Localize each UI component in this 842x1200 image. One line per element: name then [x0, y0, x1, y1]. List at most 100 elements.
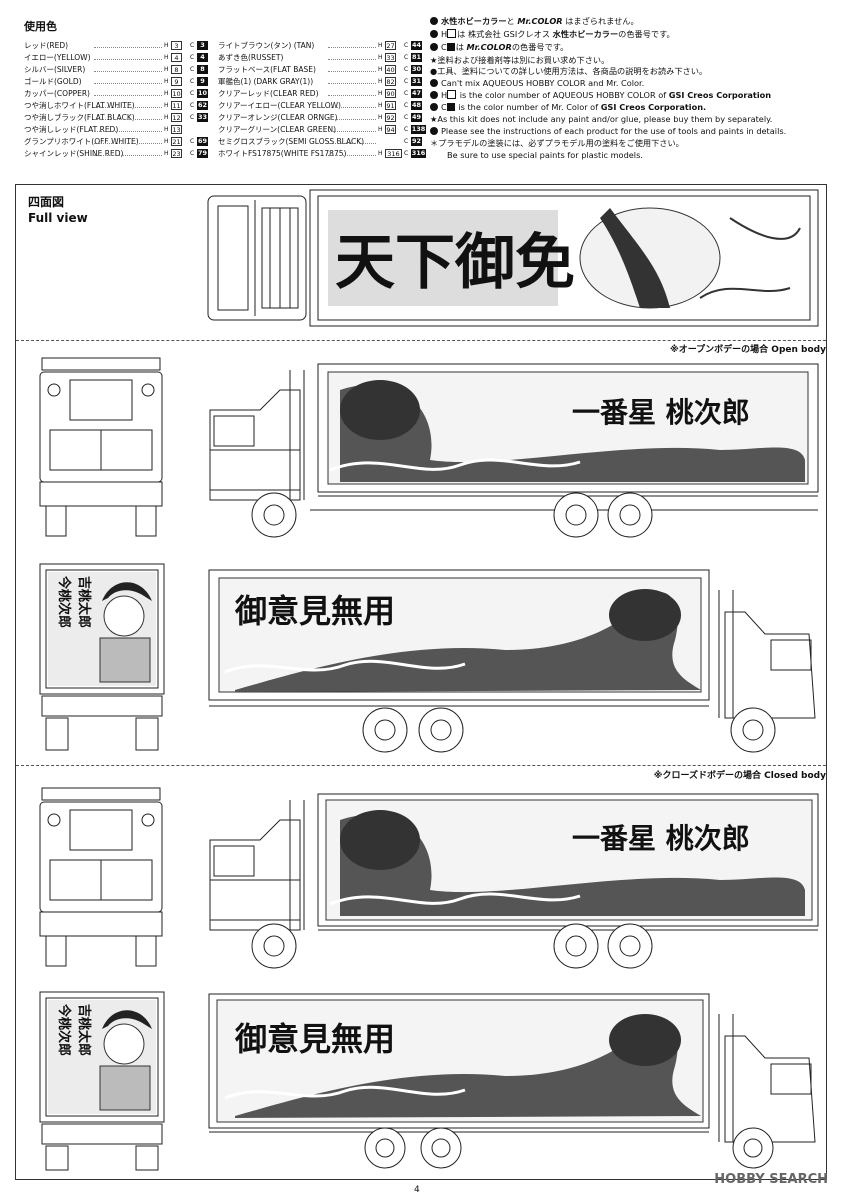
c-label: C [190, 150, 195, 157]
h-label: H [164, 42, 169, 49]
hobby-color-box-icon [447, 29, 457, 38]
top-panel-text: 天下御免 [335, 228, 575, 298]
page-number: 4 [414, 1185, 420, 1195]
leader-dots [328, 119, 376, 120]
c-label: C [404, 78, 409, 85]
c-label: C [190, 42, 195, 49]
h-label: H [378, 126, 383, 133]
koi-closed-left-icon [224, 1014, 701, 1118]
h-label: H [164, 102, 169, 109]
mr-color-number: 9 [197, 77, 208, 86]
c-label: C [190, 54, 195, 61]
mr-color-number: 3 [197, 41, 208, 50]
leader-dots [328, 47, 376, 48]
leader-dots [328, 143, 376, 144]
color-name: あずき色(RUSSET) [218, 53, 284, 62]
koi-top-icon [579, 207, 801, 309]
h-label: H [378, 42, 383, 49]
hobby-color-number: 21 [171, 137, 182, 146]
color-name: フラットベース(FLAT BASE) [218, 65, 316, 74]
color-name: ライトブラウン(タン) (TAN) [218, 41, 315, 50]
hobby-color-number: 3 [171, 41, 182, 50]
rear-text-1: 吉桃太郎 [76, 576, 92, 628]
h-label: H [164, 78, 169, 85]
c-label: C [190, 66, 195, 73]
leader-dots [328, 155, 376, 156]
color-name: セミグロスブラック(SEMI GLOSS BLACK) [218, 137, 365, 146]
color-name: シャインレッド(SHINE RED) [24, 149, 124, 158]
mr-color-number: 49 [411, 113, 422, 122]
mr-color-number: 47 [411, 89, 422, 98]
color-name: グランプリホワイト(OFF WHITE) [24, 137, 139, 146]
c-label: C [404, 126, 409, 133]
full-view-title-jp: 四面図 [28, 195, 65, 209]
color-name: カッパー(COPPER) [24, 89, 90, 98]
bullet-icon [430, 79, 438, 87]
side-view-open-right: 一番星 桃次郎 [209, 363, 819, 538]
note-line-7: H is the color number of AQUEOUS HOBBY C… [430, 90, 771, 101]
c-label: C [404, 66, 409, 73]
closed-body-label: ※クローズドボデーの場合 Closed body [653, 771, 826, 781]
leader-dots [94, 71, 162, 72]
h-label: H [164, 66, 169, 73]
h-label: H [164, 150, 169, 157]
note-line-4: ★塗料および接着剤等は別にお買い求め下さい。 [430, 55, 610, 65]
hobby-color-number: 40 [385, 65, 396, 74]
mr-color-number: 316 [411, 149, 426, 158]
panel-left-text-closed: 御意見無用 [234, 1020, 395, 1058]
h-label: H [164, 54, 169, 61]
c-label: C [190, 102, 195, 109]
color-name: ゴールド(GOLD) [24, 77, 82, 86]
mr-color-number: 79 [197, 149, 208, 158]
mr-color-number: 44 [411, 41, 422, 50]
front-view-closed [39, 787, 163, 967]
c-label: C [404, 54, 409, 61]
divider [16, 340, 826, 341]
leader-dots [94, 107, 162, 108]
side-view-open-left: 御意見無用 [208, 569, 816, 753]
hobby-color-number: 23 [171, 149, 182, 158]
bullet-icon [430, 103, 438, 111]
mr-color-number: 69 [197, 137, 208, 146]
h-label: H [378, 78, 383, 85]
note-line-1: 水性ホビーカラーと Mr.COLOR はまざられません。 [430, 16, 639, 27]
c-label: C [404, 102, 409, 109]
leader-dots [94, 59, 162, 60]
c-label: C [404, 114, 409, 121]
color-table-title: 使用色 [24, 20, 57, 33]
c-label: C [404, 42, 409, 49]
h-label: H [164, 126, 169, 133]
mr-color-number: 138 [411, 125, 426, 134]
leader-dots [94, 95, 162, 96]
full-view-title-en: Full view [28, 211, 88, 225]
mr-color-number: 92 [411, 137, 422, 146]
open-body-label: ※オープンボデーの場合 Open body [669, 345, 826, 355]
rear-view-closed: 吉桃太郎 今桃次郎 [39, 991, 165, 1171]
h-label: H [164, 90, 169, 97]
color-name: つや消しブラック(FLAT BLACK) [24, 113, 135, 122]
h-label: H [378, 102, 383, 109]
full-view-frame [15, 184, 827, 1180]
leader-dots [94, 47, 162, 48]
hobby-color-number: 10 [171, 89, 182, 98]
color-name: クリアーグリーン(CLEAR GREEN) [218, 125, 337, 134]
front-view-open [39, 357, 163, 537]
h-label: H [164, 114, 169, 121]
color-name: シルバー(SILVER) [24, 65, 86, 74]
rear-character-icon [99, 1010, 152, 1111]
note-line-9: ★As this kit does not include any paint … [430, 114, 773, 124]
h-label: H [378, 90, 383, 97]
leader-dots [94, 155, 162, 156]
hobby-color-number: 4 [171, 53, 182, 62]
